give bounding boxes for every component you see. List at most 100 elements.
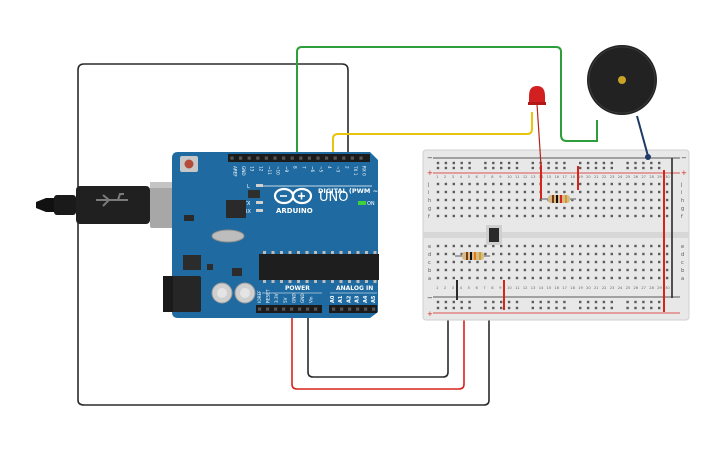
digital-pin-hole[interactable]	[247, 156, 251, 160]
yellow-wire[interactable]	[332, 112, 533, 158]
column-number: 18	[570, 286, 575, 290]
analog-pin-label: A5	[371, 295, 377, 303]
power-pin-label: GND	[291, 293, 296, 303]
power-pin-hole[interactable]	[314, 307, 318, 311]
digital-pin-label: GND	[241, 166, 246, 176]
power-pin-label: IOREF	[257, 290, 262, 303]
analog-pin-hole[interactable]	[348, 307, 352, 311]
analog-pin-hole[interactable]	[364, 307, 368, 311]
pushbutton[interactable]	[486, 225, 502, 245]
digital-pin-label: 4	[327, 166, 332, 169]
digital-pin-label: 2	[344, 166, 349, 169]
digital-pin-hole[interactable]	[239, 156, 243, 160]
led[interactable]	[528, 86, 546, 199]
analog-pin-hole[interactable]	[340, 307, 344, 311]
column-number: 6	[476, 286, 479, 290]
digital-pin-label: 13	[250, 166, 255, 172]
column-number: 14	[539, 286, 544, 290]
column-number: 19	[578, 175, 583, 179]
digital-pin-hole[interactable]	[359, 156, 363, 160]
analog-header-label: ANALOG IN	[336, 285, 373, 292]
digital-pin-label: RX 0	[362, 166, 367, 176]
digital-pin-hole[interactable]	[316, 156, 320, 160]
row-letter: i	[681, 190, 682, 196]
column-number: 19	[578, 286, 583, 290]
column-number: 4	[460, 286, 463, 290]
column-number: 7	[483, 175, 485, 179]
power-pin-hole[interactable]	[298, 307, 302, 311]
digital-pin-hole[interactable]	[290, 156, 294, 160]
atmega-chip	[259, 254, 379, 280]
digital-pin-hole[interactable]	[230, 156, 234, 160]
column-number: 29	[657, 286, 662, 290]
column-number: 20	[586, 175, 591, 179]
column-number: 2	[444, 175, 446, 179]
column-number: 25	[626, 286, 631, 290]
l-led-label: L	[247, 184, 250, 190]
digital-pin-hole[interactable]	[342, 156, 346, 160]
power-pin-hole[interactable]	[266, 307, 270, 311]
resistor[interactable]	[541, 195, 576, 203]
column-number: 23	[610, 286, 615, 290]
green-wire[interactable]	[296, 46, 598, 158]
rail-plus-label: +	[427, 310, 433, 318]
column-number: 23	[610, 175, 615, 179]
digital-pin-hole[interactable]	[273, 156, 277, 160]
column-number: 30	[665, 175, 670, 179]
column-number: 1	[436, 286, 438, 290]
rail-plus-label: +	[681, 169, 687, 177]
column-number: 21	[594, 286, 599, 290]
digital-pin-hole[interactable]	[256, 156, 260, 160]
digital-pin-hole[interactable]	[299, 156, 303, 160]
power-pin-hole[interactable]	[282, 307, 286, 311]
power-pin-hole[interactable]	[306, 307, 310, 311]
column-number: 2	[444, 286, 446, 290]
digital-pin-hole[interactable]	[264, 156, 268, 160]
power-pin-hole[interactable]	[290, 307, 294, 311]
piezo-buzzer[interactable]	[587, 45, 657, 160]
row-letter: e	[428, 244, 431, 250]
power-pin-hole[interactable]	[274, 307, 278, 311]
column-number: 11	[515, 286, 520, 290]
column-number: 25	[626, 175, 631, 179]
wires-back	[77, 46, 598, 406]
column-number: 17	[562, 175, 567, 179]
digital-pin-hole[interactable]	[282, 156, 286, 160]
analog-pin-hole[interactable]	[332, 307, 336, 311]
row-letter: f	[428, 214, 430, 220]
column-number: 6	[476, 175, 479, 179]
digital-pin-hole[interactable]	[325, 156, 329, 160]
power-pin-label: 5V	[283, 297, 288, 303]
column-number: 18	[570, 175, 575, 179]
black-wire-loop[interactable]	[77, 63, 490, 406]
row-letter: j	[427, 182, 429, 188]
column-number: 28	[649, 286, 654, 290]
digital-pin-hole[interactable]	[307, 156, 311, 160]
row-letter: b	[428, 268, 431, 274]
column-number: 24	[618, 286, 623, 290]
row-letter: g	[681, 206, 684, 212]
digital-pin-hole[interactable]	[350, 156, 354, 160]
column-number: 3	[452, 286, 454, 290]
column-number: 8	[491, 286, 494, 290]
row-letter: d	[428, 252, 431, 258]
analog-pin-hole[interactable]	[356, 307, 360, 311]
power-pin-label: RESET	[266, 289, 271, 303]
row-letter: c	[428, 260, 431, 266]
analog-pin-hole[interactable]	[372, 307, 376, 311]
row-letter: a	[681, 276, 684, 282]
rail-minus-label: −	[427, 154, 433, 162]
arduino-brand: ARDUINO	[276, 207, 313, 215]
power-pin-hole[interactable]	[258, 307, 262, 311]
column-number: 22	[602, 286, 607, 290]
black-wire-gnd[interactable]	[307, 262, 449, 378]
column-number: 4	[460, 175, 463, 179]
column-number: 24	[618, 175, 623, 179]
resistor[interactable]	[455, 252, 490, 260]
red-wire-5v[interactable]	[291, 310, 465, 390]
column-number: 5	[468, 175, 470, 179]
digital-pin-hole[interactable]	[333, 156, 337, 160]
analog-pin-label: A4	[363, 295, 369, 303]
